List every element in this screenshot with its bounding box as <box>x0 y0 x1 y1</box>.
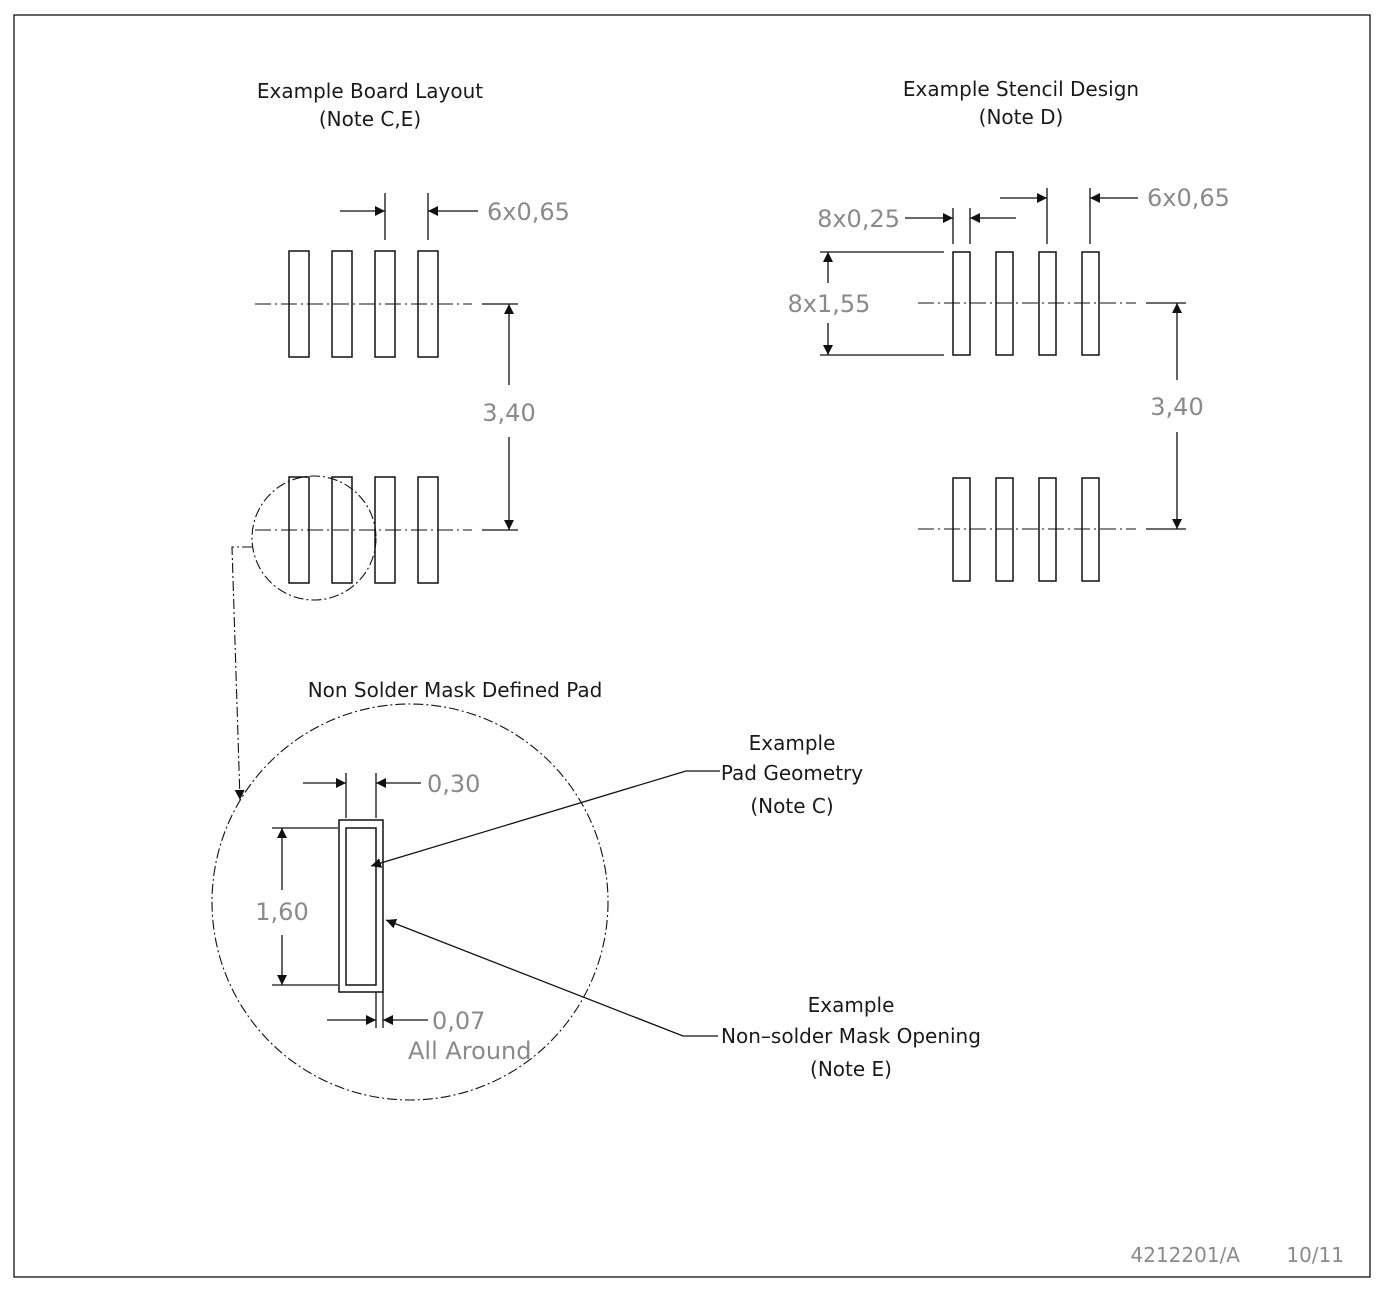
clearance-label: 0,07 <box>432 1007 485 1035</box>
board-row-spacing-label: 3,40 <box>482 399 535 427</box>
detail-title: Non Solder Mask Defined Pad <box>308 678 603 702</box>
stencil-design-note: (Note D) <box>979 105 1064 129</box>
detail-leader <box>231 546 252 801</box>
mask-callout-line-2: Non–solder Mask Opening <box>721 1024 981 1048</box>
pad-length-label: 1,60 <box>255 898 308 926</box>
mask-callout-line-1: Example <box>808 993 895 1017</box>
pad-geometry <box>345 827 377 986</box>
stencil-row-spacing-label: 3,40 <box>1150 393 1203 421</box>
stencil-pitch-label: 6x0,65 <box>1147 184 1230 212</box>
board-layout-view: Example Board Layout (Note C,E) 6x0,65 3… <box>231 79 570 801</box>
board-pitch-label: 6x0,65 <box>487 198 570 226</box>
pad-callout-line-3: (Note C) <box>750 794 833 818</box>
drawing-number: 4212201/A <box>1131 1243 1241 1267</box>
pad-callout-leader <box>370 770 720 868</box>
mask-callout-line-3: (Note E) <box>810 1057 892 1081</box>
detail-circle <box>211 703 609 1101</box>
board-layout-note: (Note C,E) <box>319 107 421 131</box>
stencil-aperture-length-label: 8x1,55 <box>788 290 871 318</box>
detail-reference-circle <box>251 475 377 601</box>
stencil-aperture-width-label: 8x0,25 <box>817 205 900 233</box>
stencil-design-title: Example Stencil Design <box>903 77 1139 101</box>
board-layout-title: Example Board Layout <box>257 79 483 103</box>
pad-detail-view: Non Solder Mask Defined Pad 0,30 1,60 0,… <box>211 678 981 1101</box>
mask-callout-leader <box>385 918 718 1037</box>
pad-width-label: 0,30 <box>427 770 480 798</box>
clearance-note: All Around <box>408 1037 531 1065</box>
drawing-date: 10/11 <box>1286 1243 1344 1267</box>
pad-callout-line-2: Pad Geometry <box>721 761 863 785</box>
stencil-design-view: Example Stencil Design (Note D) 8x0,25 6… <box>788 77 1230 582</box>
drawing-border <box>13 14 1371 1278</box>
pad-callout-line-1: Example <box>749 731 836 755</box>
